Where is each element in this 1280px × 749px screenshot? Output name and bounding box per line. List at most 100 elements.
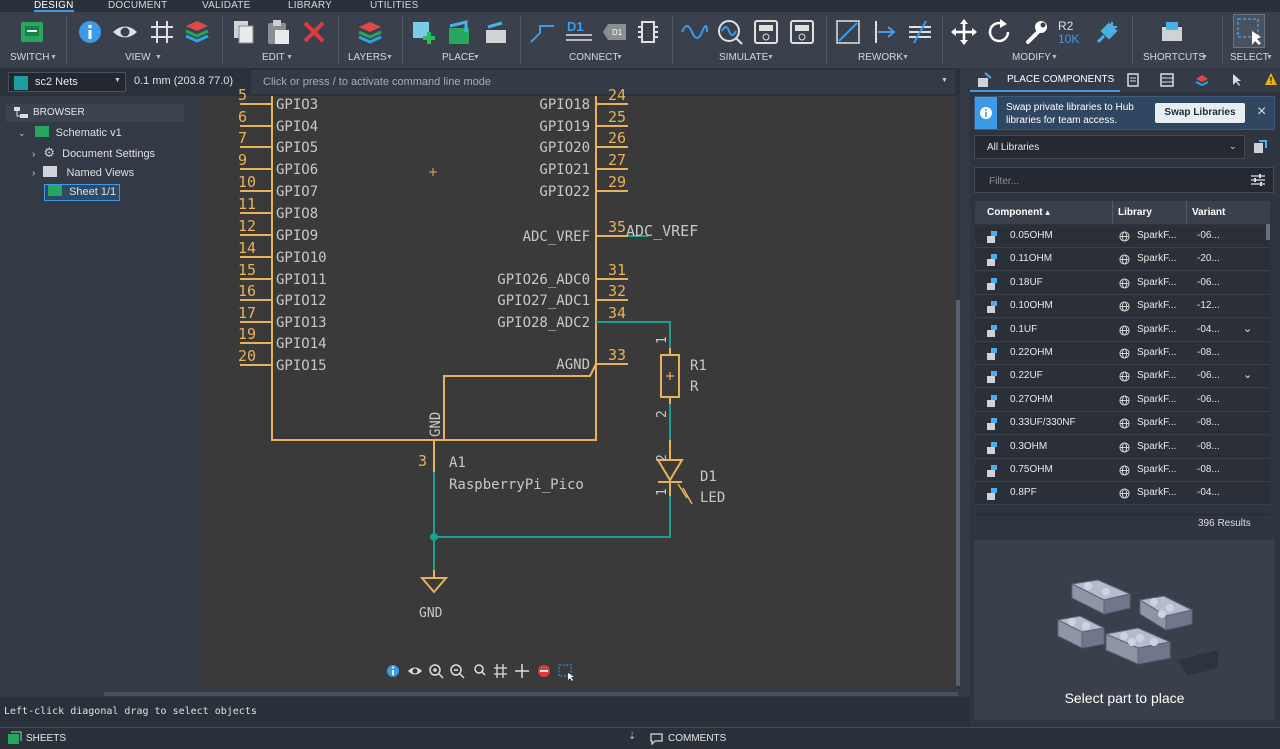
filter-input[interactable]: Filter... <box>974 167 1274 193</box>
library-manager-icon[interactable] <box>1253 140 1267 154</box>
filter-settings-icon[interactable] <box>1251 174 1265 186</box>
part-value-a1[interactable]: RaspberryPi_Pico <box>449 477 584 493</box>
rework-line-icon[interactable] <box>834 18 862 46</box>
rework-label[interactable]: REWORK <box>858 52 903 63</box>
table-scrollbar-thumb[interactable] <box>1266 224 1270 240</box>
edit-dropdown-icon[interactable]: ▼ <box>286 54 293 61</box>
column-header-component[interactable]: Component ▴ <box>987 207 1050 218</box>
chevron-right-icon[interactable]: › <box>32 168 36 179</box>
add-part-icon[interactable] <box>410 18 438 46</box>
chevron-down-icon[interactable]: ⌄ <box>1243 369 1253 382</box>
bus-icon[interactable] <box>636 18 664 46</box>
tab-design[interactable]: DESIGN <box>34 0 74 12</box>
shortcuts-dropdown-icon[interactable]: ▼ <box>1201 54 1208 61</box>
view-label[interactable]: VIEW <box>125 52 151 63</box>
grid-icon[interactable] <box>494 664 507 678</box>
rework-dropdown-icon[interactable]: ▼ <box>902 54 909 61</box>
chevron-down-icon[interactable]: ⌄ <box>18 128 26 138</box>
chevron-right-icon[interactable]: › <box>32 149 36 160</box>
r1-value[interactable]: R <box>690 379 699 395</box>
part-ref-a1[interactable]: A1 <box>449 455 466 471</box>
simulate-dropdown-icon[interactable]: ▼ <box>767 54 774 61</box>
tree-item-sheet[interactable]: Sheet 1/1 <box>44 184 121 201</box>
place-label[interactable]: PLACE <box>442 52 475 63</box>
horizontal-scrollbar[interactable] <box>104 692 958 696</box>
rotate-icon[interactable] <box>986 18 1014 46</box>
comments-collapse-icon[interactable]: ⇣ <box>628 731 637 742</box>
switch-icon[interactable] <box>18 18 46 46</box>
tab-library[interactable]: LIBRARY <box>288 0 333 11</box>
select-label[interactable]: SELECT <box>1230 52 1269 63</box>
eye-icon[interactable] <box>408 667 422 675</box>
rework-arrow-icon[interactable] <box>870 18 898 46</box>
column-header-library[interactable]: Library <box>1118 207 1152 218</box>
chevron-down-icon[interactable]: ▼ <box>941 77 948 84</box>
wire-icon[interactable] <box>528 18 556 46</box>
shortcuts-label[interactable]: SHORTCUTS <box>1143 52 1206 63</box>
modify-label[interactable]: MODIFY <box>1012 52 1051 63</box>
layers-icon[interactable] <box>1195 73 1209 87</box>
schematic-drawing[interactable]: 5GPIO36GPIO47GPIO59GPIO610GPIO711GPIO812… <box>200 86 956 688</box>
oscilloscope-icon[interactable] <box>788 18 816 46</box>
sine-source-icon[interactable] <box>680 18 708 46</box>
crosshair-icon[interactable] <box>515 664 529 678</box>
place-module-icon[interactable] <box>482 18 510 46</box>
edit-label[interactable]: EDIT <box>262 52 285 63</box>
info-icon[interactable] <box>76 18 104 46</box>
switch-dropdown-icon[interactable]: ▼ <box>50 54 57 61</box>
stop-icon[interactable] <box>538 665 550 677</box>
rework-split-icon[interactable] <box>906 18 934 46</box>
tree-item-schematic[interactable]: ⌄ Schematic v1 <box>18 123 122 143</box>
sheets-tab[interactable]: SHEETS <box>26 733 67 744</box>
d1-ref[interactable]: D1 <box>700 469 717 485</box>
vertical-scrollbar-thumb[interactable] <box>956 300 960 686</box>
tree-item-named-views[interactable]: › Named Views <box>32 163 134 183</box>
meter-icon[interactable] <box>752 18 780 46</box>
clipboard-icon[interactable] <box>1126 73 1140 87</box>
select-dropdown-icon[interactable]: ▼ <box>1266 54 1273 61</box>
eye-icon[interactable] <box>111 18 139 46</box>
place-board-icon[interactable] <box>446 18 474 46</box>
connector-icon[interactable] <box>1094 18 1122 46</box>
table-icon[interactable] <box>1160 73 1174 87</box>
label-icon[interactable]: D1 <box>600 18 628 46</box>
panel-title[interactable]: PLACE COMPONENTS <box>1007 74 1115 85</box>
gnd-symbol[interactable] <box>419 570 449 594</box>
paste-icon[interactable] <box>264 18 292 46</box>
select-box-icon[interactable] <box>558 664 574 681</box>
simulate-label[interactable]: SIMULATE <box>719 52 769 63</box>
r1-ref[interactable]: R1 <box>690 358 707 374</box>
comments-tab[interactable]: COMMENTS <box>668 733 727 744</box>
d1-value[interactable]: LED <box>700 490 725 506</box>
switch-label[interactable]: SWITCH <box>10 52 50 63</box>
shortcuts-icon[interactable] <box>1158 18 1186 46</box>
connect-dropdown-icon[interactable]: ▼ <box>616 54 623 61</box>
tree-item-document-settings[interactable]: › ⚙ Document Settings <box>32 143 155 163</box>
place-dropdown-icon[interactable]: ▼ <box>473 54 480 61</box>
layers-dropdown-icon[interactable]: ▼ <box>386 54 393 61</box>
close-icon[interactable]: × <box>1257 103 1267 120</box>
zoom-out-icon[interactable] <box>450 664 465 679</box>
zoom-fit-icon[interactable] <box>429 664 444 679</box>
layers-label[interactable]: LAYERS <box>348 52 387 63</box>
swap-libraries-button[interactable]: Swap Libraries <box>1155 103 1245 123</box>
select-tool-button[interactable] <box>1233 14 1265 48</box>
gnd-symbol-label[interactable]: GND <box>419 606 443 621</box>
chevron-down-icon[interactable]: ⌄ <box>1243 322 1253 335</box>
layers-stack-icon[interactable] <box>183 18 211 46</box>
wrench-icon[interactable] <box>1022 18 1050 46</box>
tab-document[interactable]: DOCUMENT <box>108 0 168 11</box>
move-icon[interactable] <box>950 18 978 46</box>
